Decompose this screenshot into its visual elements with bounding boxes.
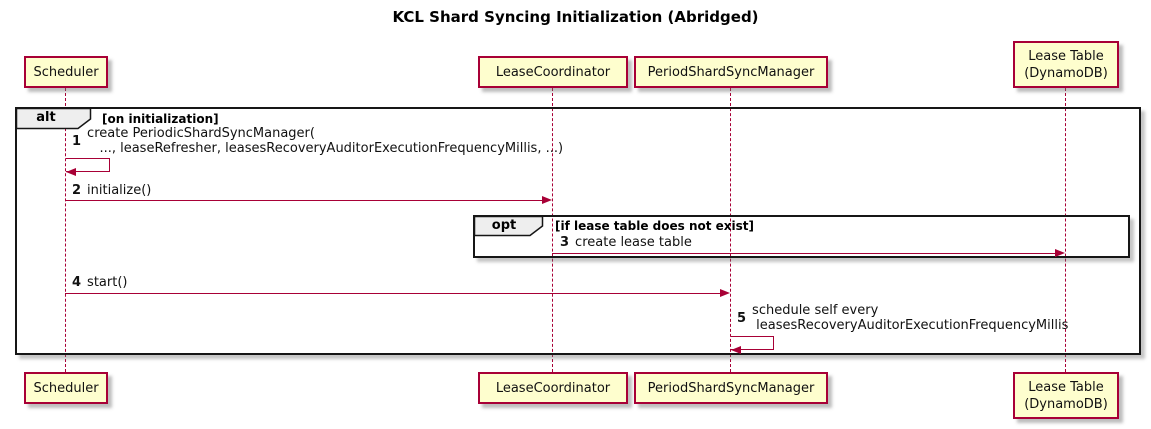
participant-lease-table-top: Lease Table (DynamoDB) bbox=[1013, 41, 1119, 88]
participant-lease-coordinator-top: LeaseCoordinator bbox=[478, 56, 628, 88]
message-2-text: initialize() bbox=[87, 183, 152, 198]
message-2-arrowhead bbox=[542, 196, 552, 204]
message-1-self-arrow bbox=[66, 158, 110, 172]
message-2-arrow bbox=[65, 200, 543, 201]
participant-label: Lease Table (DynamoDB) bbox=[1024, 48, 1108, 81]
alt-keyword-label: alt bbox=[36, 110, 56, 125]
participant-period-shard-sync-manager-bottom: PeriodShardSyncManager bbox=[634, 372, 828, 404]
message-5-label: 5 schedule self every leasesRecoveryAudi… bbox=[737, 303, 1068, 333]
message-4-arrow bbox=[65, 293, 721, 294]
opt-frame-label-shape bbox=[474, 216, 544, 237]
message-3-arrow bbox=[552, 253, 1056, 254]
message-1-text: create PeriodicShardSyncManager( ..., le… bbox=[87, 126, 564, 156]
alt-frame: alt [on initialization] bbox=[15, 107, 1141, 355]
participant-period-shard-sync-manager-top: PeriodShardSyncManager bbox=[634, 56, 828, 88]
message-3-arrowhead bbox=[1055, 249, 1065, 257]
message-1-number: 1 bbox=[72, 133, 82, 149]
message-4-text: start() bbox=[87, 275, 128, 290]
participant-label: Scheduler bbox=[33, 64, 99, 80]
participant-label: LeaseCoordinator bbox=[495, 64, 611, 80]
alt-frame-label-shape bbox=[16, 108, 92, 130]
message-3-text: create lease table bbox=[575, 235, 692, 250]
message-4-number: 4 bbox=[72, 275, 82, 290]
message-4-arrowhead bbox=[720, 289, 730, 297]
opt-keyword-label: opt bbox=[491, 218, 517, 233]
message-1-label: 1 create PeriodicShardSyncManager( ..., … bbox=[72, 126, 563, 156]
lifeline-period-shard-sync-manager bbox=[730, 88, 731, 372]
opt-frame: opt [if lease table does not exist] bbox=[473, 215, 1130, 258]
message-3-label: 3 create lease table bbox=[560, 235, 692, 250]
message-5-text: schedule self every leasesRecoveryAudito… bbox=[752, 303, 1069, 333]
message-2-label: 2 initialize() bbox=[72, 183, 151, 198]
message-5-arrowhead bbox=[731, 346, 741, 354]
lifeline-scheduler bbox=[65, 88, 66, 372]
message-5-self-arrow bbox=[731, 336, 774, 350]
participant-lease-coordinator-bottom: LeaseCoordinator bbox=[478, 372, 628, 404]
message-4-label: 4 start() bbox=[72, 275, 127, 290]
participant-scheduler-bottom: Scheduler bbox=[24, 372, 108, 404]
opt-condition-label: [if lease table does not exist] bbox=[555, 219, 755, 233]
message-3-number: 3 bbox=[560, 235, 570, 250]
alt-condition-label: [on initialization] bbox=[102, 112, 219, 126]
participant-label: PeriodShardSyncManager bbox=[647, 380, 815, 396]
participant-label: Lease Table (DynamoDB) bbox=[1024, 379, 1108, 412]
message-2-number: 2 bbox=[72, 183, 82, 198]
participant-label: Scheduler bbox=[33, 380, 99, 396]
lifeline-lease-coordinator bbox=[552, 88, 553, 372]
message-1-arrowhead bbox=[66, 168, 76, 176]
participant-scheduler-top: Scheduler bbox=[24, 56, 108, 88]
lifeline-lease-table bbox=[1065, 88, 1066, 372]
participant-label: LeaseCoordinator bbox=[495, 380, 611, 396]
participant-label: PeriodShardSyncManager bbox=[647, 64, 815, 80]
message-5-number: 5 bbox=[737, 310, 747, 326]
participant-lease-table-bottom: Lease Table (DynamoDB) bbox=[1013, 372, 1119, 419]
diagram-title: KCL Shard Syncing Initialization (Abridg… bbox=[392, 8, 759, 26]
